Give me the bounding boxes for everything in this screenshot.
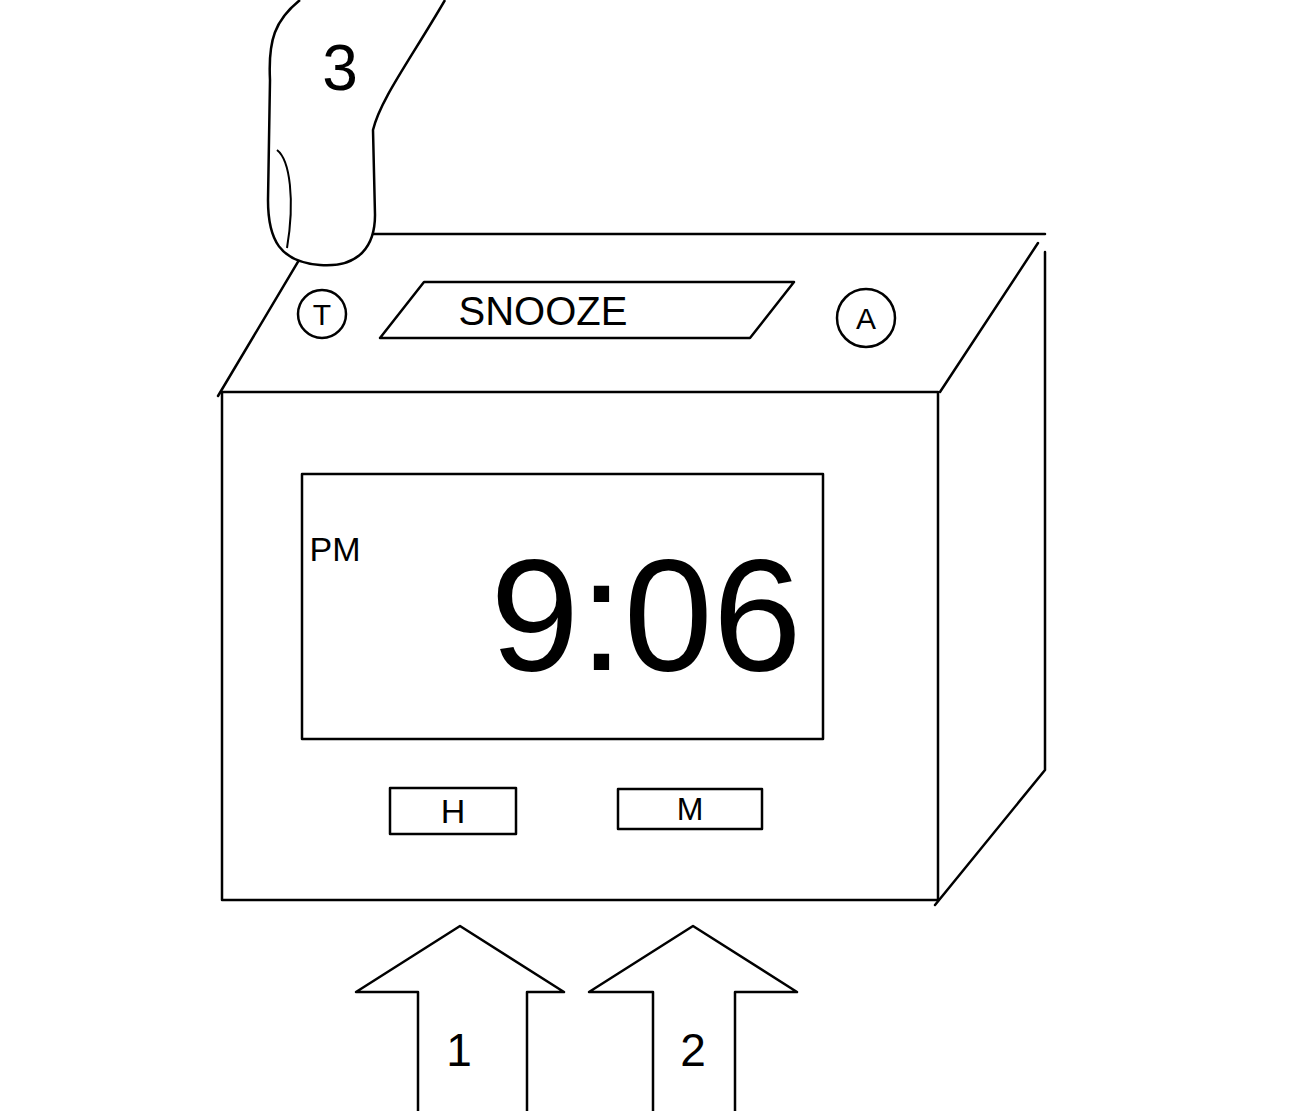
block-arrow: 1	[355, 925, 565, 1111]
block-arrow-shape	[588, 925, 798, 1111]
alarm-button: A	[835, 287, 897, 349]
button-label: SNOOZE	[459, 291, 628, 331]
time-button: T	[296, 288, 348, 340]
finger-callout-outline	[268, 0, 445, 265]
block-arrow-outline	[356, 926, 564, 1111]
button-label: H	[441, 794, 466, 828]
top-face-edge	[218, 250, 305, 396]
hour-button: H	[389, 787, 517, 835]
button-label: PM	[310, 532, 361, 566]
snooze-button: SNOOZE	[378, 280, 796, 340]
button-label: A	[856, 304, 876, 334]
button-label: T	[313, 300, 331, 330]
block-arrow: 2	[588, 925, 798, 1111]
minute-button: M	[617, 788, 763, 830]
snooze-button-outline	[380, 282, 794, 338]
button-label: 2	[680, 1027, 706, 1073]
button-label: 1	[446, 1027, 472, 1073]
button-label: 3	[322, 36, 358, 100]
time-readout: 9:06	[490, 535, 801, 695]
block-arrow-outline	[589, 926, 797, 1111]
fingernail-line	[277, 150, 291, 248]
top-face-edge	[318, 233, 1045, 236]
top-face-edge	[940, 243, 1038, 392]
side-face-edge	[935, 252, 1045, 905]
front-face	[222, 392, 938, 900]
hour-button-outline	[390, 788, 516, 834]
alarm-button-outline	[837, 289, 895, 347]
block-arrow-shape	[355, 925, 565, 1111]
minute-button-outline	[618, 789, 762, 829]
display-screen: PM 9:06	[301, 473, 824, 740]
display-screen-outline	[302, 474, 823, 739]
time-button-outline	[298, 290, 346, 338]
button-label: M	[677, 793, 704, 825]
finger-callout: 3	[265, 0, 450, 272]
